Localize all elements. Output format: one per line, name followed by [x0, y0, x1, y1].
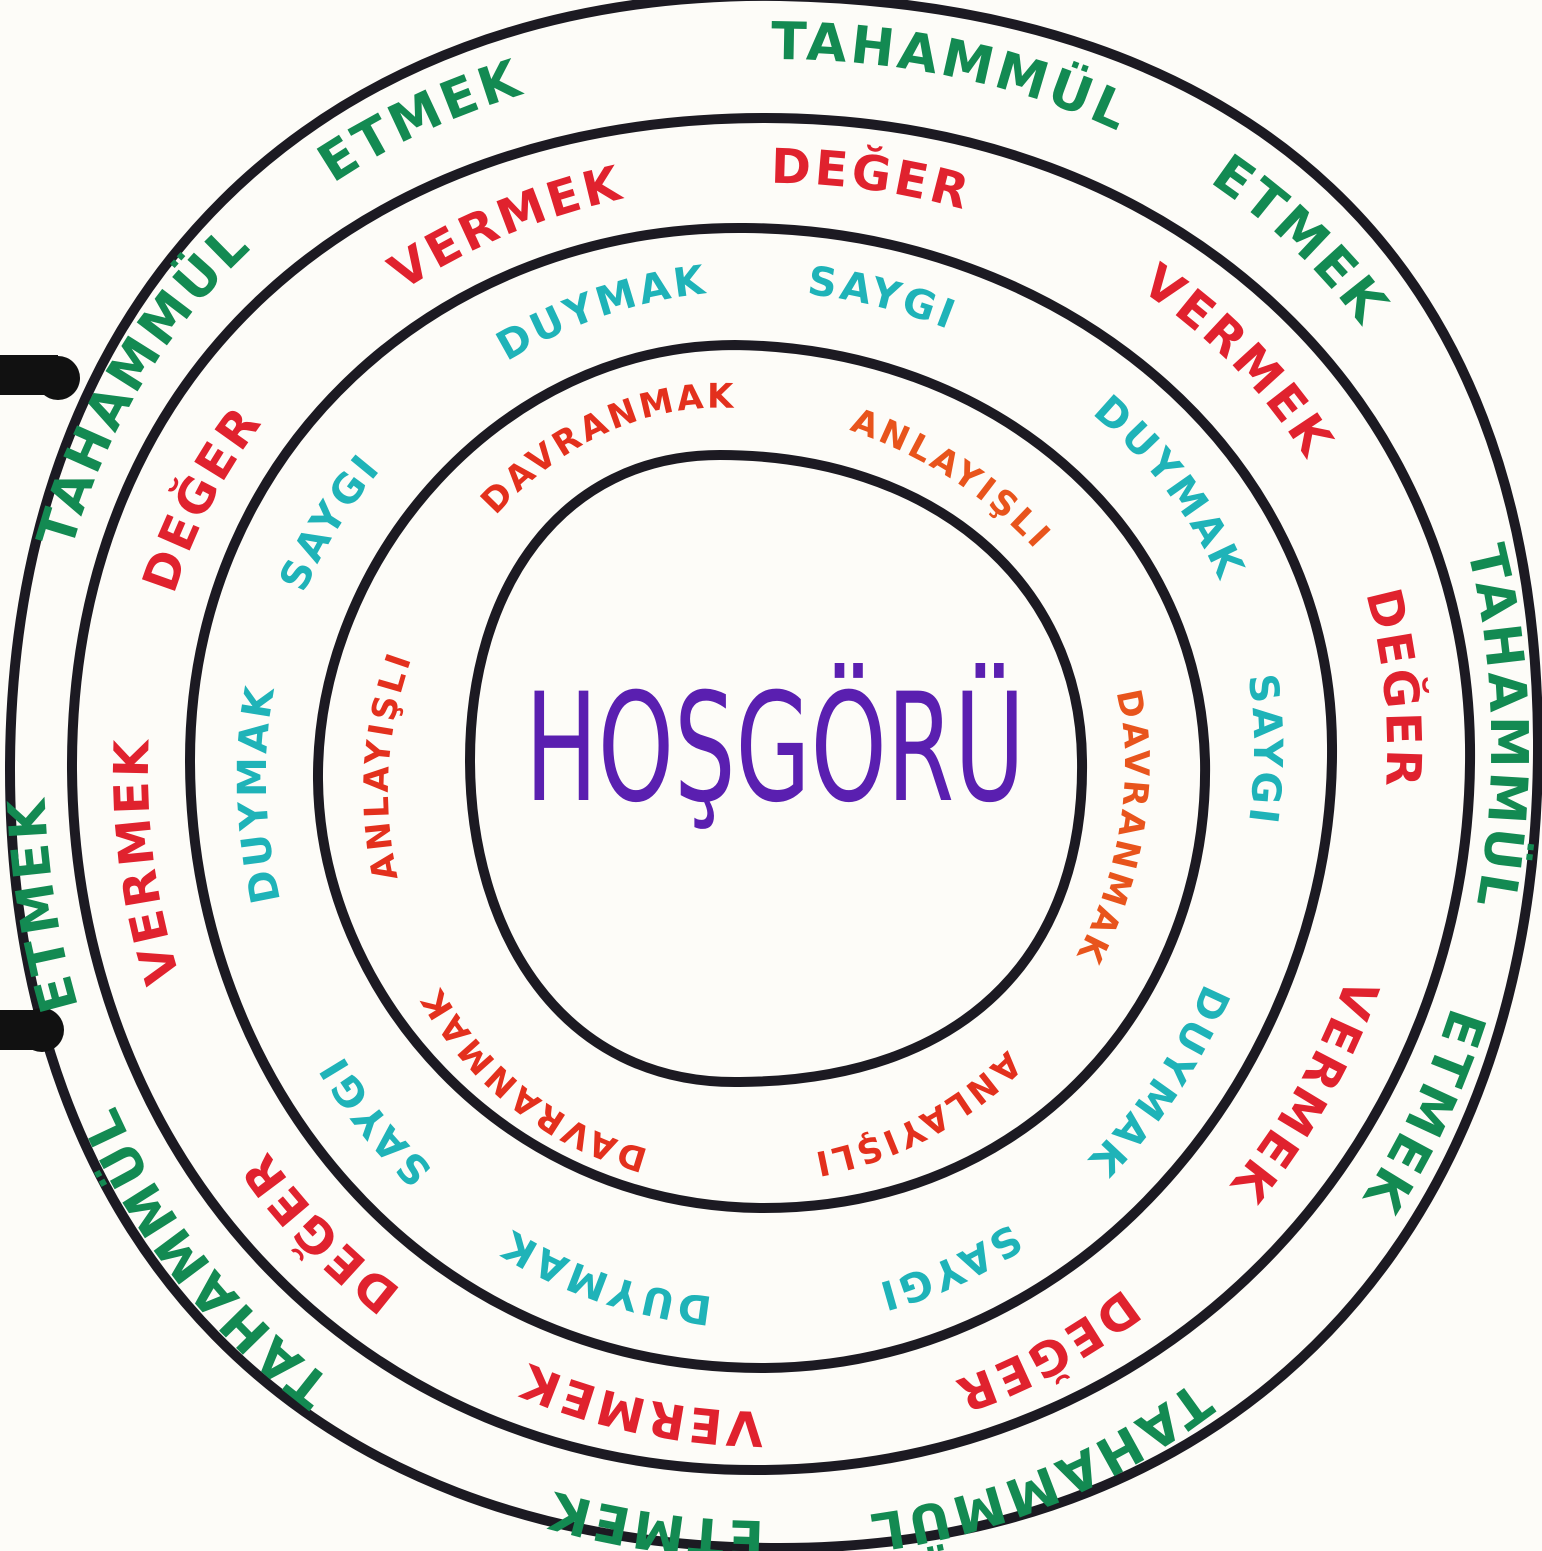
binder-ring-top [0, 355, 58, 395]
center-label: HOŞGÖRÜ [525, 662, 1025, 836]
ring-4-inner-boundary [66, 113, 1476, 1476]
outer-ring [5, 0, 1542, 1551]
center-circle [465, 450, 1088, 1088]
ring-4-label: TAHAMMÜL [863, 1370, 1222, 1551]
ring-2-label: SAYGI [1239, 671, 1291, 829]
ring-2-label: SAYGI [310, 1047, 441, 1195]
ring-3-label: VERMEK [104, 735, 192, 990]
ring-1-label: ANLAYIŞLI [356, 645, 420, 884]
ring-2-label: DUYMAK [1085, 387, 1254, 589]
ring-1-label: ANLAYIŞLI [809, 1044, 1029, 1185]
ring-1-label: DAVRANMAK [473, 376, 738, 522]
ring-3-inner-boundary [185, 222, 1338, 1374]
ring-2-inner-boundary [312, 340, 1211, 1214]
ring-2-label: DUYMAK [230, 680, 290, 908]
ring-3-label: DEĞER [1354, 583, 1431, 791]
ring-2-label: SAYGI [805, 258, 964, 340]
ring-4-label: ETMEK [540, 1478, 765, 1551]
ring-3-label: DEĞER [946, 1279, 1150, 1424]
binder-ring-bottom [0, 1010, 42, 1050]
ring-2-label: DUYMAK [1078, 979, 1238, 1187]
ring-3-label: DEĞER [770, 139, 978, 222]
